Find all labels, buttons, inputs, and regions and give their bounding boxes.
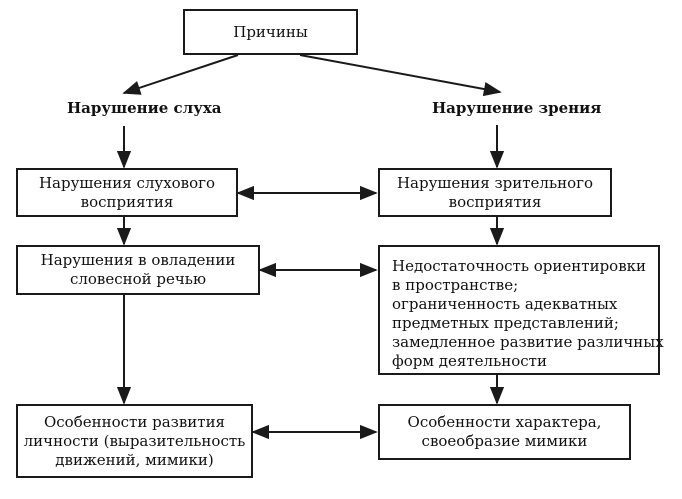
- box-line: Особенности характера,: [407, 413, 602, 431]
- personality-development-box: Особенности развития личности (выразител…: [16, 404, 253, 478]
- box-line: в пространстве;: [392, 276, 519, 294]
- box-line: восприятия: [448, 192, 542, 211]
- box-line: Нарушения в овладении: [40, 251, 236, 269]
- visual-perception-box: Нарушения зрительного восприятия: [378, 168, 612, 217]
- box-line: форм деятельности: [392, 352, 547, 370]
- root-box: Причины: [183, 9, 358, 55]
- root-label: Причины: [233, 22, 308, 41]
- box-line: предметных представлений;: [392, 314, 619, 332]
- speech-acquisition-box: Нарушения в овладении словесной речью: [16, 245, 260, 295]
- box-line: движений, мимики): [55, 450, 214, 469]
- box-line: Недостаточность ориентировки: [392, 257, 647, 275]
- vision-heading: Нарушение зрения: [432, 99, 602, 117]
- box-line: Нарушения зрительного: [396, 173, 594, 192]
- orientation-deficit-box: Недостаточность ориентировки в пространс…: [378, 245, 664, 375]
- arrow-root-to-hearing: [122, 54, 239, 95]
- hearing-heading: Нарушение слуха: [67, 99, 222, 117]
- box-line: замедленное развитие различных: [392, 333, 664, 351]
- character-features-box: Особенности характера, своеобразие мимик…: [378, 404, 631, 460]
- box-line: словесной речью: [69, 270, 207, 288]
- hearing-perception-box: Нарушения слухового восприятия: [16, 168, 238, 217]
- box-line: восприятия: [80, 192, 174, 211]
- box-line: своеобразие мимики: [421, 432, 588, 450]
- box-line: Особенности развития: [43, 412, 226, 431]
- box-line: личности (выразительность: [23, 431, 246, 450]
- box-line: ограниченность адекватных: [392, 295, 618, 313]
- box-line: Нарушения слухового: [38, 173, 216, 192]
- arrow-root-to-vision: [299, 54, 502, 97]
